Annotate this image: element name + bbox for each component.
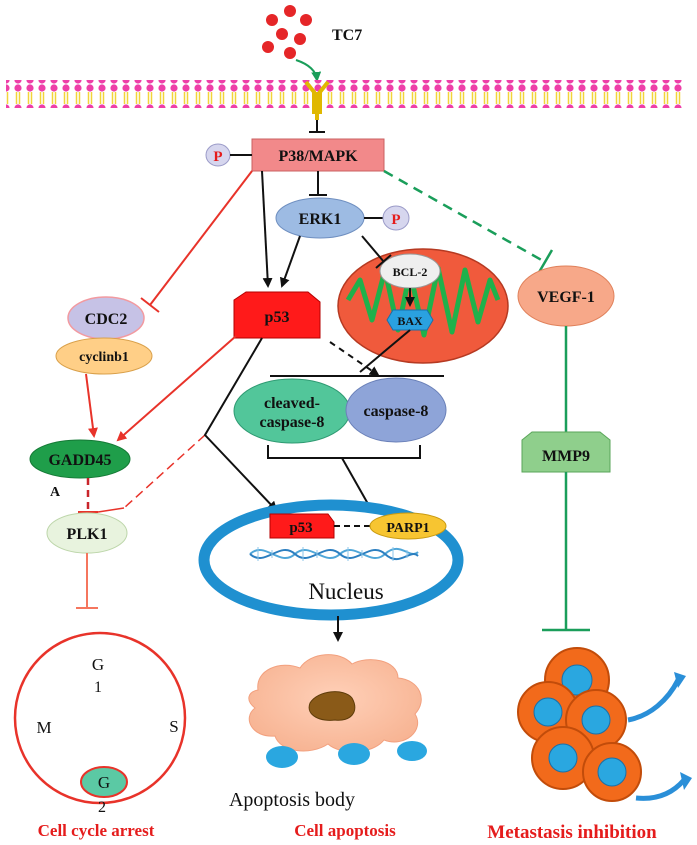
apoptosis-body-label: Apoptosis body: [229, 789, 355, 811]
vegf1-label: VEGF-1: [537, 289, 595, 306]
p38-to-p53-arrow: [261, 170, 273, 288]
outcome-metastasis-inhibition: Metastasis inhibition: [487, 822, 657, 843]
p53-to-gadd45-arrow: [116, 335, 237, 442]
nucleus-label: Nucleus: [308, 579, 383, 604]
bcl2-inhibit-bar: [375, 254, 392, 269]
p38-to-vegf-line: [383, 169, 546, 264]
p38-phospho-label: P: [213, 149, 222, 165]
apoptosis-body-vesicle-3: [397, 741, 427, 761]
cell-cycle-g2-marker: [80, 766, 128, 798]
plk1-inhibit-bar-side: [97, 507, 125, 513]
cell-membrane: [6, 80, 686, 108]
cell-cycle-g2-letter: G: [98, 773, 110, 792]
ligand-binding-arrow: [295, 59, 322, 82]
vegf-inhibit-bar: [536, 249, 554, 275]
cyclinb1-ellipse: [55, 337, 153, 375]
p38-mapk-label: P38/MAPK: [278, 148, 358, 165]
erk1-to-bcl2-line: [361, 235, 385, 263]
cell-cycle-g1-letter: G: [92, 655, 104, 674]
p38-to-cdc2-line: [149, 170, 253, 306]
cell-cycle-g1-number: 1: [94, 679, 102, 696]
bax-shape: [386, 309, 434, 331]
tc7-label: TC7: [332, 27, 362, 44]
p53-to-nucleus-arrow: [203, 337, 278, 512]
migration-arrowhead-upper: [674, 672, 686, 688]
erk1-phospho-label: P: [391, 212, 400, 228]
metastatic-cell-cluster: [517, 647, 642, 802]
cell-cycle-s: S: [169, 717, 178, 736]
erk1-to-p53-arrow: [280, 235, 301, 288]
tc7-ligand-cluster: [262, 5, 312, 59]
apoptotic-cell-nucleus: [308, 691, 356, 721]
caspase8-label: caspase-8: [364, 403, 429, 420]
cell-cycle-g2-number: 2: [98, 799, 106, 816]
mmp9-box: [521, 431, 611, 473]
erk1-phospho-icon: [382, 205, 410, 231]
gadd45-tag: A: [50, 485, 61, 500]
bax-to-caspase-line: [359, 329, 411, 373]
cyclinb1-to-gadd45-arrow: [85, 373, 98, 438]
parp1-label: PARP1: [386, 521, 429, 536]
caspase8-ellipse: [345, 377, 447, 443]
p53-main-label: p53: [265, 309, 290, 326]
cell-cycle-m: M: [36, 718, 51, 737]
receptor-icon: [304, 80, 330, 120]
p38-mapk-box: [251, 138, 385, 172]
dna-base-pairs: [257, 547, 408, 561]
cell-cycle-circle: [13, 631, 187, 805]
p53-to-caspase-arrow: [329, 341, 380, 377]
p53-to-plk1-line: [123, 434, 206, 509]
p53-nucleus-label: p53: [289, 520, 312, 536]
outcome-cell-apoptosis: Cell apoptosis: [294, 821, 396, 840]
bcl2-label: BCL-2: [393, 265, 428, 279]
cleaved-caspase8-label-line2: caspase-8: [260, 414, 325, 431]
mitochondrion-cristae: [345, 265, 501, 338]
cleaved-caspase8-label-line1: cleaved-: [264, 395, 320, 412]
migration-arrow-lower: [635, 778, 686, 801]
dna-strand-2: [249, 548, 419, 561]
gadd45-ellipse: [29, 439, 131, 479]
parp1-ellipse: [369, 512, 447, 540]
apoptosis-body-vesicle-1: [266, 746, 298, 768]
p53-nucleus-box: [269, 513, 335, 539]
migration-arrowhead-lower: [680, 772, 692, 790]
cdc2-label: CDC2: [85, 311, 128, 328]
outcome-cell-cycle-arrest: Cell cycle arrest: [38, 821, 155, 840]
plk1-label: PLK1: [67, 526, 108, 543]
mmp9-label: MMP9: [542, 448, 590, 465]
erk1-label: ERK1: [299, 211, 342, 228]
gadd45-label: GADD45: [48, 452, 111, 469]
bax-label: BAX: [397, 314, 423, 328]
cdc2-inhibit-bar: [140, 297, 160, 313]
caspase-complex-bracket: [267, 445, 421, 459]
cyclinb1-label: cyclinb1: [79, 350, 129, 365]
apoptosis-body-vesicle-2: [338, 743, 370, 765]
migration-arrow-upper: [627, 678, 681, 723]
